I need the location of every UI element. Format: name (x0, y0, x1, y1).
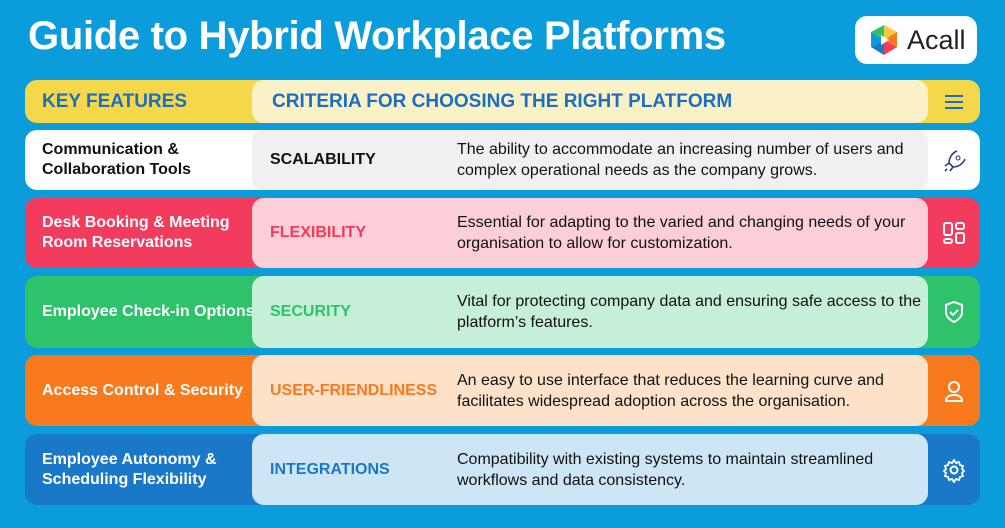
criterion-label: FLEXIBILITY (270, 224, 366, 241)
feature-row: Access Control & Security USER-FRIENDLIN… (25, 355, 980, 426)
key-features-header: KEY FEATURES (42, 90, 187, 112)
criteria-header: CRITERIA FOR CHOOSING THE RIGHT PLATFORM (272, 90, 733, 112)
feature-row: Employee Autonomy & Scheduling Flexibili… (25, 434, 980, 505)
feature-label: Employee Autonomy & Scheduling Flexibili… (42, 450, 217, 488)
criterion-label: SECURITY (270, 303, 351, 320)
user-icon (928, 355, 980, 426)
acall-logo: Acall (855, 16, 977, 64)
gear-icon (928, 434, 980, 505)
criterion-label: INTEGRATIONS (270, 460, 390, 478)
criterion-label: SCALABILITY (270, 151, 376, 168)
logo-text: Acall (907, 24, 966, 55)
criterion-description: Vital for protecting company data and en… (457, 293, 921, 331)
criterion-panel: SCALABILITY The ability to accommodate a… (252, 130, 928, 190)
acall-logo-icon (871, 25, 897, 55)
feature-label: Access Control & Security (42, 381, 243, 399)
criterion-description: Compatibility with existing systems to m… (457, 450, 874, 489)
page-title: Guide to Hybrid Workplace Platforms (28, 14, 726, 58)
criterion-description: The ability to accommodate an increasing… (457, 141, 904, 179)
criterion-panel: USER-FRIENDLINESS An easy to use interfa… (252, 355, 928, 426)
feature-label: Employee Check-in Options (42, 303, 255, 320)
criterion-label: USER-FRIENDLINESS (270, 381, 438, 399)
rocket-icon (928, 130, 980, 190)
criterion-description: Essential for adapting to the varied and… (457, 214, 906, 252)
feature-label: Communication & Collaboration Tools (42, 141, 192, 178)
feature-row: Communication & Collaboration Tools SCAL… (25, 130, 980, 190)
criterion-description: An easy to use interface that reduces th… (457, 371, 884, 410)
feature-label: Desk Booking & Meeting Room Reservations (42, 214, 230, 251)
shield-icon (928, 276, 980, 348)
feature-row: Employee Check-in Options SECURITY Vital… (25, 276, 980, 348)
feature-row: Desk Booking & Meeting Room Reservations… (25, 198, 980, 268)
menu-icon[interactable] (928, 80, 980, 123)
layout-icon (928, 198, 980, 268)
criterion-panel: SECURITY Vital for protecting company da… (252, 276, 928, 348)
header-row: KEY FEATURES CRITERIA FOR CHOOSING THE R… (25, 80, 980, 123)
criterion-panel: FLEXIBILITY Essential for adapting to th… (252, 198, 928, 268)
criterion-panel: INTEGRATIONS Compatibility with existing… (252, 434, 928, 505)
